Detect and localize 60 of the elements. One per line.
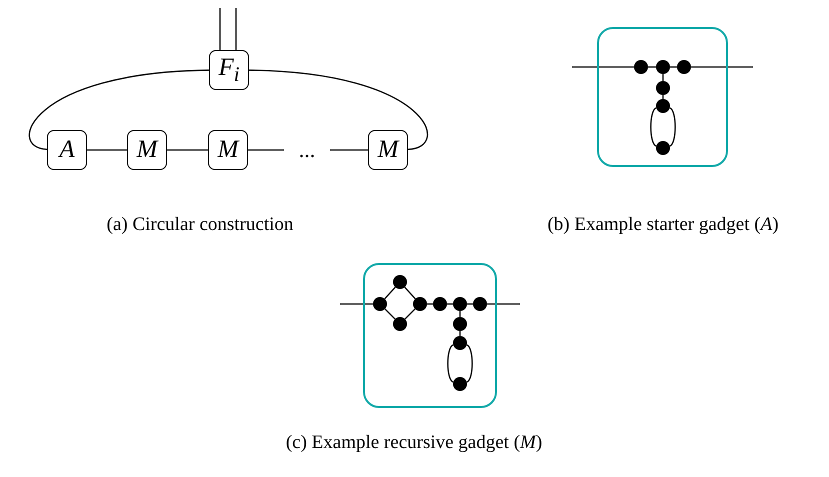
node-label: F$_{i}$ [218,54,240,86]
edge-line [340,303,373,305]
edge-line [167,149,208,151]
edge-line [248,70,428,150]
edge-line [662,74,664,81]
edge-line [447,344,454,383]
figure-caption: (c) Example recursive gadget (M) [286,432,542,454]
edge-line [467,303,473,305]
vertex-dot [676,60,690,74]
vertex-dot [432,296,446,310]
vertex-dot [452,336,466,350]
node-label: A [59,136,75,164]
edge-line [219,8,221,50]
edge-line [487,303,520,305]
vertex-dot [372,296,386,310]
edge-line [459,311,461,317]
vertex-dot [452,316,466,330]
edge-line [662,95,664,99]
vertex-dot [452,296,466,310]
edge-line [87,149,127,151]
edge-line [466,344,473,383]
edge-line [384,308,396,320]
vertex-dot [634,60,648,74]
edge-line [669,107,676,147]
edge-line [248,149,284,151]
edge-line [404,308,416,320]
gadget-node-box [368,130,408,170]
edge-line [670,66,677,68]
vertex-dot [392,316,406,330]
edge-line [447,303,453,305]
gadget-node-box [208,130,248,170]
edge-line [459,331,461,336]
vertex-dot [392,274,406,288]
vertex-dot [656,60,670,74]
edge-line [330,149,368,151]
figure-caption: (b) Example starter gadget (A) [547,214,779,236]
node-label: M [378,136,398,164]
edge-line [691,66,753,68]
node-label: M [136,136,158,164]
edge-line [235,8,237,50]
gadget-frame [596,27,728,167]
figure-caption: (a) Circular construction [106,214,294,236]
edge-line [404,286,416,300]
gadget-node-box [127,130,167,170]
edge-line [572,66,634,68]
edge-line [650,107,657,147]
gadget-frame [363,262,497,408]
node-label: M [218,136,238,164]
gadget-node-box [47,130,87,170]
edge-line [28,70,210,150]
vertex-dot [656,140,670,154]
vertex-dot [412,296,426,310]
vertex-dot [656,98,670,112]
vertex-dot [472,296,486,310]
vertex-dot [452,376,466,390]
vertex-dot [656,80,670,94]
edge-line [427,303,433,305]
gadget-node-box [209,50,249,90]
edge-line [384,286,396,300]
edge-line [648,66,656,68]
